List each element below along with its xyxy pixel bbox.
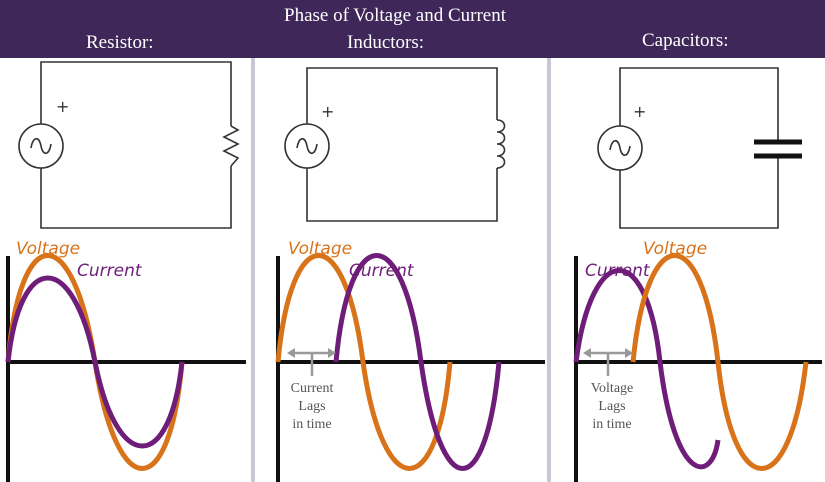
waveform-plot: Voltage Current Current Lags in time [275, 239, 545, 482]
current-label: Current [349, 261, 415, 281]
inductor-panel: + Voltage Current Current Lags in time [275, 67, 545, 482]
current-wave [333, 253, 502, 471]
current-wave [5, 275, 185, 449]
capacitor-symbol [754, 139, 802, 159]
lag-note-line1: Voltage [591, 381, 634, 396]
inductor-heading: Inductors: [347, 32, 425, 53]
polarity-plus: + [633, 102, 646, 121]
lag-note-line2: Lags [298, 399, 325, 414]
polarity-plus: + [56, 97, 69, 116]
current-wave [573, 268, 721, 470]
lag-note-line1: Current [291, 381, 334, 396]
voltage-wave [630, 253, 809, 471]
capacitor-circuit: + [597, 67, 802, 229]
capacitor-panel: + Voltage Current Voltage Lags in time [573, 67, 822, 482]
waveform-plot: Voltage Current [5, 239, 246, 482]
header-banner: Phase of Voltage and Current Resistor: I… [0, 0, 825, 58]
lag-note-line2: Lags [598, 399, 625, 414]
resistor-heading: Resistor: [86, 32, 154, 53]
resistor-panel: + Voltage Current [5, 61, 246, 482]
panel-divider [251, 58, 255, 482]
diagram-title: Phase of Voltage and Current [284, 5, 506, 26]
voltage-label: Voltage [16, 239, 80, 259]
lag-note-line3: in time [592, 417, 631, 432]
resistor-circuit: + [18, 61, 240, 229]
resistor-symbol [222, 125, 240, 167]
voltage-label: Voltage [288, 239, 352, 259]
polarity-plus: + [321, 102, 334, 121]
panel-divider [547, 58, 551, 482]
lag-arrow [287, 348, 336, 376]
lag-note-line3: in time [292, 417, 331, 432]
lag-arrow [583, 348, 633, 376]
inductor-circuit: + [284, 67, 506, 222]
voltage-wave [275, 253, 453, 471]
voltage-label: Voltage [643, 239, 707, 259]
current-label: Current [77, 261, 143, 281]
inductor-symbol [496, 119, 506, 169]
waveform-plot: Voltage Current Voltage Lags in time [573, 239, 822, 482]
current-label: Current [585, 261, 651, 281]
capacitor-heading: Capacitors: [642, 30, 729, 51]
